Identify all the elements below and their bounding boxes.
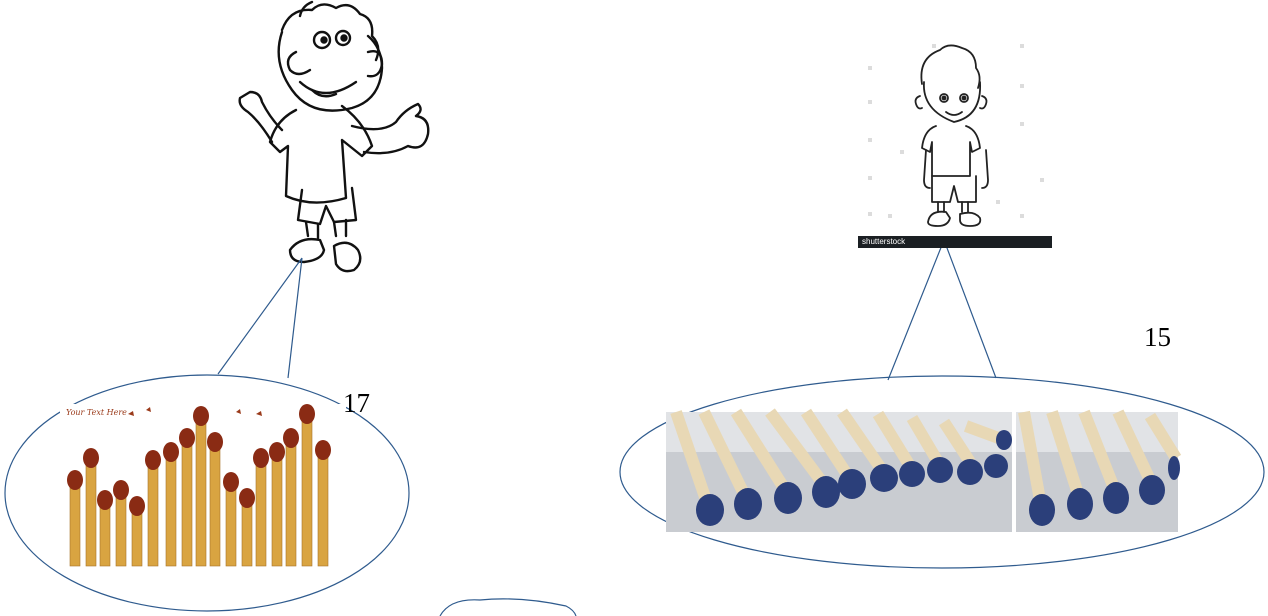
- bottom-partial-cloud-shape: [440, 599, 576, 616]
- banner-text: Your Text Here: [66, 408, 127, 417]
- matchsticks-blue-image-1: [666, 412, 1012, 532]
- matchsticks-blue-image-2: [1016, 412, 1180, 532]
- right-count-label: 15: [1144, 322, 1171, 353]
- left-callout-pointer: [218, 258, 302, 378]
- cartoon-boy-left-illustration: [240, 2, 429, 271]
- left-count-label: 17: [343, 388, 370, 419]
- right-callout-pointer: [888, 240, 996, 380]
- stock-watermark-text: shutterstock: [862, 237, 905, 246]
- matchsticks-red-image: [60, 404, 346, 566]
- stock-watermark-bar: shutterstock: [858, 236, 1052, 248]
- cartoon-boy-right-illustration: [858, 40, 1052, 236]
